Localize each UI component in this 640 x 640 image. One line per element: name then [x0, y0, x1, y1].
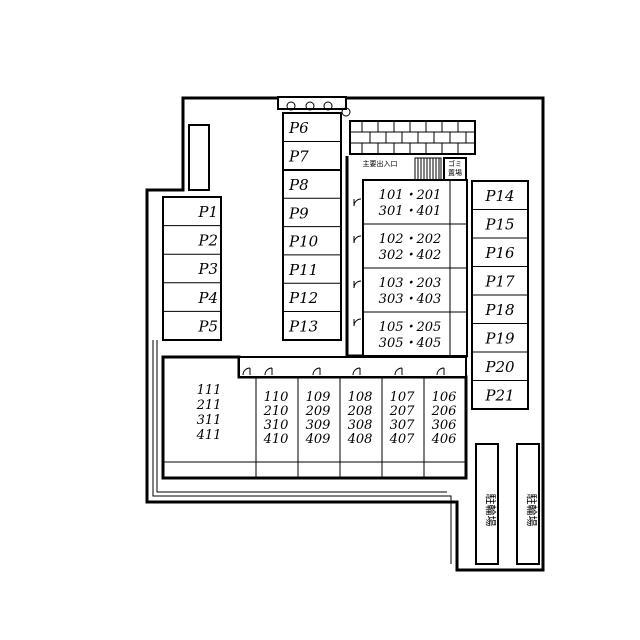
- parking-space-p16: P16: [484, 244, 515, 262]
- unit-label-110: 110: [264, 390, 289, 405]
- unit-label-311: 311: [197, 413, 222, 428]
- unit-label-210: 210: [263, 404, 289, 419]
- lower-units: 1112113114111102103104101092093094091082…: [196, 377, 467, 478]
- unit-label-411: 411: [196, 428, 222, 443]
- unit-label-208: 208: [347, 404, 373, 419]
- parking-space-p15: P15: [484, 216, 514, 234]
- unit-label-209: 209: [305, 404, 331, 419]
- stair-icon: [414, 157, 442, 181]
- unit-label-upper-3a: 103・203: [379, 276, 442, 291]
- bike-parking-2: [516, 443, 540, 565]
- unit-label-upper-1a: 101・201: [379, 188, 442, 203]
- parking-space-p9: P9: [288, 204, 309, 222]
- parking-space-p21: P21: [484, 387, 514, 405]
- unit-label-307: 307: [390, 418, 416, 433]
- garbage-label-1: ゴミ: [448, 159, 462, 168]
- unit-label-upper-1b: 301・401: [379, 204, 442, 219]
- unit-label-407: 407: [389, 432, 416, 447]
- parking-space-p3: P3: [197, 260, 218, 278]
- storage-strip: [188, 124, 210, 191]
- garbage-area: [443, 157, 467, 181]
- unit-label-111: 111: [197, 383, 222, 398]
- parking-space-p17: P17: [484, 273, 515, 291]
- parking-space-p13: P13: [288, 318, 318, 336]
- unit-label-upper-4b: 305・405: [379, 336, 442, 351]
- parking-space-p7: P7: [288, 148, 309, 166]
- unit-label-109: 109: [306, 390, 331, 405]
- parking-space-p8: P8: [288, 176, 309, 194]
- parking-space-p2: P2: [197, 232, 218, 250]
- door-icons: [242, 198, 445, 376]
- unit-label-408: 408: [347, 432, 373, 447]
- parking-space-p19: P19: [484, 330, 515, 348]
- unit-label-upper-2b: 302・402: [379, 248, 442, 263]
- inner-boundary-line: [152, 340, 452, 564]
- main-entrance-label: 主要出入口: [363, 159, 398, 168]
- unit-label-206: 206: [431, 404, 457, 419]
- site-boundary: [145, 96, 545, 572]
- unit-label-106: 106: [432, 390, 457, 405]
- parking-space-p14: P14: [484, 187, 514, 205]
- unit-label-108: 108: [348, 390, 373, 405]
- unit-label-406: 406: [431, 432, 457, 447]
- unit-label-upper-2a: 102・202: [379, 232, 442, 247]
- parking-space-p18: P18: [484, 301, 514, 319]
- parking-space-p4: P4: [197, 289, 218, 307]
- brick-wall: [349, 120, 476, 155]
- unit-label-308: 308: [348, 418, 373, 433]
- unit-label-upper-3b: 303・403: [379, 292, 442, 307]
- parking-space-p10: P10: [288, 233, 319, 251]
- unit-label-309: 309: [306, 418, 331, 433]
- unit-label-211: 211: [196, 398, 222, 413]
- unit-label-310: 310: [264, 418, 289, 433]
- bike-parking-1: [475, 443, 499, 565]
- parking-space-p6: P6: [288, 119, 309, 137]
- parking-space-p1: P1: [197, 203, 218, 221]
- inner-boundary-line-2: [156, 340, 447, 493]
- bike-parking-2-label: 駐輪場: [525, 494, 539, 527]
- unit-label-107: 107: [390, 390, 416, 405]
- parking-space-p20: P20: [484, 358, 515, 376]
- parking-space-p11: P11: [288, 261, 318, 279]
- bike-parking-1-label: 駐輪場: [484, 494, 498, 527]
- garbage-label-2: 置場: [448, 168, 462, 177]
- parking-space-p5: P5: [197, 317, 218, 335]
- unit-label-upper-4a: 105・205: [379, 320, 442, 335]
- unit-label-306: 306: [432, 418, 457, 433]
- unit-label-410: 410: [263, 432, 289, 447]
- lower-building: [161, 355, 468, 480]
- unit-label-207: 207: [389, 404, 416, 419]
- parking-space-p12: P12: [288, 289, 318, 307]
- unit-label-409: 409: [305, 432, 331, 447]
